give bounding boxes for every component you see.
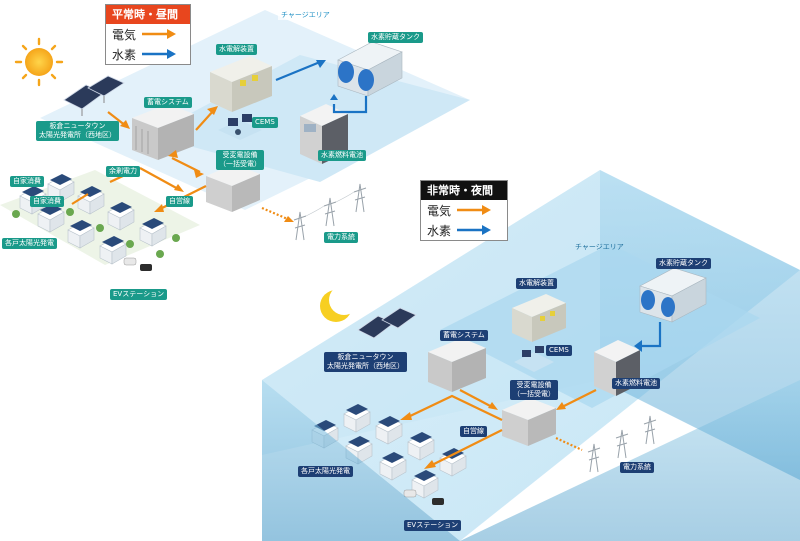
ev-car <box>123 257 152 271</box>
hydrogen-tank <box>337 41 403 97</box>
blue-arrow-icon <box>142 49 177 59</box>
legend-electricity-row: 電気 <box>421 200 507 220</box>
night-fuel-cell-label: 水素燃料電池 <box>612 378 660 389</box>
house-icon <box>19 174 167 265</box>
day-hydrogen-flows <box>275 60 368 114</box>
day-ev-label: EVステーション <box>110 289 168 300</box>
blue-arrow-icon <box>457 225 492 235</box>
night-rooftop-pv-label: 各戸太陽光発電 <box>298 466 353 477</box>
day-substation-label: 受変電設備 （一括受電） <box>216 150 264 170</box>
night-electrolyzer-label: 水電解装置 <box>516 278 557 289</box>
day-battery-label: 蓄電システム <box>144 97 192 108</box>
day-grid-label: 電力系統 <box>324 232 358 243</box>
day-substation-line1: 受変電設備 <box>222 151 258 159</box>
legend-hydrogen-row: 水素 <box>421 220 507 240</box>
tree-cluster <box>12 208 180 258</box>
day-tank-label: 水素貯蔵タンク <box>368 32 423 43</box>
solar-panel-icon <box>357 307 417 339</box>
electrolyzer-building <box>210 56 272 112</box>
day-solar-plant-line2: 太陽光発電所（西地区） <box>39 131 116 139</box>
cems-station <box>218 114 262 140</box>
day-fuel-cell-label: 水素燃料電池 <box>318 150 366 161</box>
orange-arrow-icon <box>142 29 177 39</box>
day-solar-plant-line1: 板倉ニュータウン <box>49 122 106 130</box>
day-electrolyzer-label: 水電解装置 <box>216 44 257 55</box>
day-rooftop-pv-label: 各戸太陽光発電 <box>2 238 57 249</box>
solar-panel-icon <box>63 75 125 116</box>
night-hydrogen-flows <box>634 322 662 352</box>
day-self-use-label-2: 自家消費 <box>30 196 64 207</box>
day-solar-plant-label: 板倉ニュータウン 太陽光発電所（西地区） <box>36 121 119 141</box>
pylon-icon <box>293 183 367 241</box>
day-surplus-label: 余剰電力 <box>106 166 140 177</box>
night-cems-label: CEMS <box>546 345 572 356</box>
substation <box>502 398 556 446</box>
day-cems-label: CEMS <box>252 117 278 128</box>
battery-system <box>428 338 486 392</box>
flood-front-right <box>460 380 800 541</box>
night-substation-line2: （一括受電） <box>513 390 555 398</box>
electrolyzer-building <box>512 294 566 342</box>
night-ev-label: EVステーション <box>404 520 462 531</box>
legend-electricity-row: 電気 <box>106 24 190 44</box>
flood-front-left <box>262 380 460 541</box>
day-private-line-label: 自営線 <box>166 196 193 207</box>
night-battery-label: 蓄電システム <box>440 330 488 341</box>
night-substation-line1: 受変電設備 <box>516 381 552 389</box>
day-legend: 平常時・昼間 電気 水素 <box>105 4 191 65</box>
day-charge-area-label: チャージエリア <box>278 10 333 20</box>
day-substation-line2: （一括受電） <box>219 160 261 168</box>
day-legend-title: 平常時・昼間 <box>106 5 190 24</box>
legend-hydrogen-label: 水素 <box>427 223 452 238</box>
legend-hydrogen-label: 水素 <box>112 47 137 62</box>
moon-icon <box>320 285 359 322</box>
night-substation-label: 受変電設備 （一括受電） <box>510 380 558 400</box>
cems-station <box>514 346 554 372</box>
night-private-line-label: 自営線 <box>460 426 487 437</box>
legend-electricity-label: 電気 <box>112 27 137 42</box>
day-self-use-label-1: 自家消費 <box>10 176 44 187</box>
night-tank-label: 水素貯蔵タンク <box>656 258 711 269</box>
ev-car <box>403 489 444 505</box>
night-solar-plant-line1: 板倉ニュータウン <box>337 353 394 361</box>
pylon-icon <box>587 415 657 473</box>
legend-hydrogen-row: 水素 <box>106 44 190 64</box>
night-solar-plant-line2: 太陽光発電所（西地区） <box>327 362 404 370</box>
battery-system <box>132 104 194 160</box>
night-charge-area-label: チャージエリア <box>575 243 624 251</box>
night-electricity-flows <box>400 389 597 469</box>
legend-electricity-label: 電気 <box>427 203 452 218</box>
night-legend-title: 非常時・夜間 <box>421 181 507 200</box>
hydrogen-tank <box>639 267 707 323</box>
night-grid-label: 電力系統 <box>620 462 654 473</box>
sun-icon <box>14 37 64 87</box>
night-legend: 非常時・夜間 電気 水素 <box>420 180 508 241</box>
orange-arrow-icon <box>457 205 492 215</box>
night-solar-plant-label: 板倉ニュータウン 太陽光発電所（西地区） <box>324 352 407 372</box>
